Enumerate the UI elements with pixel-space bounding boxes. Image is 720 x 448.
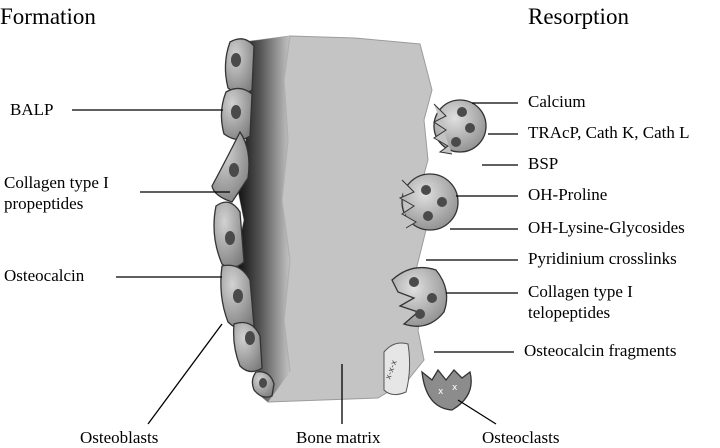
osteoblast-cell — [220, 87, 253, 141]
cell-nucleus — [245, 331, 255, 345]
collagen-propeptides-label-line2: propeptides — [4, 194, 83, 213]
telopeptides-label-line1: Collagen type I — [528, 282, 633, 301]
osteoclast-cell — [391, 266, 448, 327]
cell-nucleus — [437, 197, 447, 207]
calcium-label: Calcium — [528, 92, 586, 111]
cell-nucleus — [409, 277, 419, 287]
cell-nucleus — [423, 211, 433, 221]
cell-nucleus — [231, 53, 241, 67]
osteoblasts-label: Osteoblasts — [80, 428, 158, 447]
osteoclasts-label: Osteoclasts — [482, 428, 559, 447]
osteoblasts-layer — [211, 38, 275, 398]
svg-text:x: x — [452, 383, 458, 393]
osteoblast-cell — [211, 130, 250, 203]
resorption-heading: Resorption — [528, 4, 629, 29]
cell-nucleus — [233, 289, 243, 303]
cell-nucleus — [451, 137, 461, 147]
enzymes-label: TRAcP, Cath K, Cath L — [528, 123, 690, 142]
osteoblast-cell — [232, 321, 263, 373]
bone-matrix-label: Bone matrix — [296, 428, 381, 447]
telopeptides-label-line2: telopeptides — [528, 303, 610, 322]
resorption-pit: x-x-x — [383, 342, 411, 396]
osteoclast-cell — [398, 173, 459, 231]
osteoblast-cell — [224, 38, 255, 95]
osteoblast-cell — [213, 201, 245, 269]
osteoblast-cell — [251, 371, 275, 398]
cell-nucleus — [465, 123, 475, 133]
osteoclasts-layer: x-x-x x x — [383, 99, 487, 411]
oh-proline-label: OH-Proline — [528, 185, 607, 204]
bone-matrix-ridge — [281, 35, 291, 373]
cell-nucleus — [225, 231, 235, 245]
balp-label: BALP — [10, 100, 53, 119]
osteocalcin-fragments-label: Osteocalcin fragments — [524, 341, 676, 360]
pyridinium-label: Pyridinium crosslinks — [528, 249, 677, 268]
cell-nucleus — [457, 107, 467, 117]
bsp-label: BSP — [528, 154, 558, 173]
osteocalcin-label: Osteocalcin — [4, 266, 85, 285]
cell-nucleus — [229, 163, 239, 177]
svg-text:x: x — [438, 387, 444, 397]
oh-lysine-label: OH-Lysine-Glycosides — [528, 218, 685, 237]
formation-heading: Formation — [0, 4, 96, 29]
cell-nucleus — [421, 185, 431, 195]
cell-nucleus — [415, 309, 425, 319]
cell-nucleus — [231, 105, 241, 119]
osteoblasts-leader — [147, 323, 223, 425]
cell-nucleus — [427, 293, 437, 303]
cell-nucleus — [259, 378, 267, 388]
collagen-propeptides-label-line1: Collagen type I — [4, 173, 109, 192]
osteoclast-cell — [433, 99, 487, 155]
osteoclasts-leader — [457, 399, 497, 425]
